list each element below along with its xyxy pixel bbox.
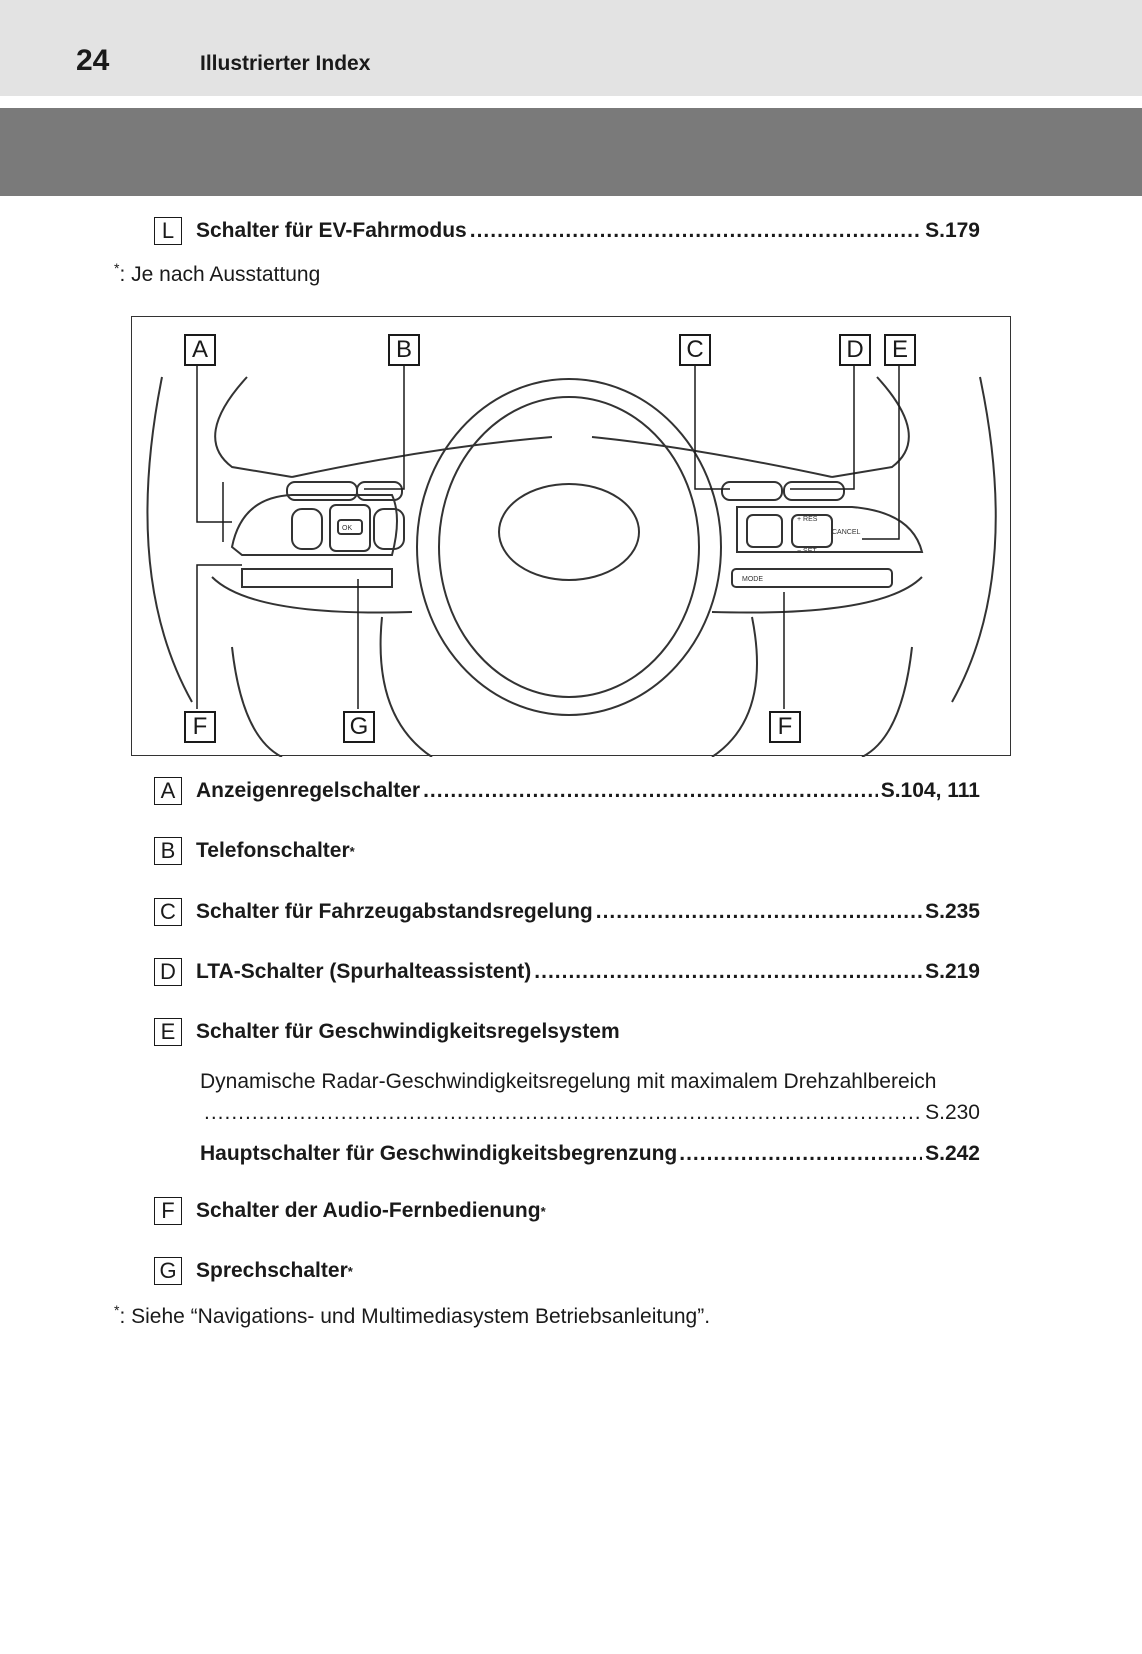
dot-leader — [470, 219, 922, 243]
speed-limiter-label: Hauptschalter für Geschwindigkeitsbegren… — [200, 1142, 678, 1165]
dot-leader — [204, 1101, 922, 1125]
page-reference: S.179 — [925, 219, 980, 242]
entry-letter-box: B — [154, 837, 182, 865]
entry-f: F Schalter der Audio-Fernbedienung* — [154, 1196, 980, 1226]
entry-label: LTA-Schalter (Spurhalteassistent) — [196, 960, 532, 983]
entry-b: B Telefonschalter* — [154, 836, 980, 866]
footnote-text: : Je nach Ausstattung — [119, 263, 321, 286]
entry-l: L Schalter für EV-Fahrmodus S.179 — [154, 216, 980, 246]
cancel-button-text: CANCEL — [832, 529, 861, 536]
entry-label: Anzeigenregelschalter — [196, 779, 421, 802]
entry-letter-box: E — [154, 1018, 182, 1046]
res-button-text: + RES — [797, 516, 818, 523]
dot-leader — [423, 779, 878, 803]
footnote-text: : Siehe “Navigations- und Multimediasyst… — [119, 1305, 711, 1328]
entry-letter-box: F — [154, 1197, 182, 1225]
dot-leader — [596, 900, 922, 924]
speed-limiter-row: Hauptschalter für Geschwindigkeitsbegren… — [200, 1139, 980, 1169]
entry-letter-box: C — [154, 898, 182, 926]
entry-e: E Schalter für Geschwindigkeitsregelsyst… — [154, 1017, 980, 1047]
entry-label: Schalter der Audio-Fernbedienung — [196, 1199, 541, 1222]
section-title: Illustrierter Index — [200, 52, 371, 75]
page-reference: S.235 — [925, 900, 980, 923]
mode-button-text: MODE — [742, 576, 763, 583]
page-reference: S.219 — [925, 960, 980, 983]
entry-label: Schalter für Fahrzeugabstandsregelung — [196, 900, 593, 923]
page-reference: S.104, 111 — [880, 779, 980, 802]
grey-banner — [0, 108, 1142, 196]
footnote-marker: * — [349, 843, 355, 859]
figure-label-d: D — [839, 334, 871, 366]
entry-label: Sprechschalter — [196, 1259, 348, 1282]
ok-button-text: OK — [342, 525, 352, 532]
figure-label-b: B — [388, 334, 420, 366]
steering-wheel-figure: OK CANCEL MODE + RES − SET A B C D E F G… — [131, 316, 1011, 757]
figure-label-f-left: F — [184, 711, 216, 743]
footnote-bottom: *: Siehe “Navigations- und Multimediasys… — [114, 1302, 710, 1329]
footnote-star: * — [114, 260, 120, 276]
dot-leader — [679, 1142, 922, 1166]
figure-label-a: A — [184, 334, 216, 366]
footnote-marker: * — [347, 1263, 353, 1279]
entry-label: Schalter für Geschwindigkeitsregelsystem — [196, 1020, 620, 1043]
header-band — [0, 0, 1142, 96]
figure-label-f-right: F — [769, 711, 801, 743]
footnote-top: *: Je nach Ausstattung — [114, 260, 320, 287]
footnote-marker: * — [540, 1203, 546, 1219]
set-button-text: − SET — [797, 548, 817, 555]
radar-cruise-ref-row: S.230 — [200, 1098, 980, 1128]
entry-letter-box: G — [154, 1257, 182, 1285]
entry-c: C Schalter für Fahrzeugabstandsregelung … — [154, 897, 980, 927]
entry-label: Schalter für EV-Fahrmodus — [196, 219, 467, 242]
figure-label-c: C — [679, 334, 711, 366]
page-reference: S.242 — [925, 1142, 980, 1165]
entry-label: Telefonschalter — [196, 839, 350, 862]
entry-g: G Sprechschalter* — [154, 1256, 980, 1286]
entry-a: A Anzeigenregelschalter S.104, 111 — [154, 776, 980, 806]
figure-label-g: G — [343, 711, 375, 743]
entry-letter-box: L — [154, 217, 182, 245]
steering-wheel-illustration: OK CANCEL MODE + RES − SET — [146, 365, 997, 757]
entry-d: D LTA-Schalter (Spurhalteassistent) S.21… — [154, 957, 980, 987]
footnote-star: * — [114, 1302, 120, 1318]
dot-leader — [534, 960, 922, 984]
figure-label-e: E — [884, 334, 916, 366]
page-number: 24 — [76, 44, 110, 77]
entry-letter-box: D — [154, 958, 182, 986]
radar-cruise-label: Dynamische Radar-Geschwindigkeitsregelun… — [200, 1070, 937, 1093]
entry-letter-box: A — [154, 777, 182, 805]
page-reference: S.230 — [925, 1101, 980, 1124]
